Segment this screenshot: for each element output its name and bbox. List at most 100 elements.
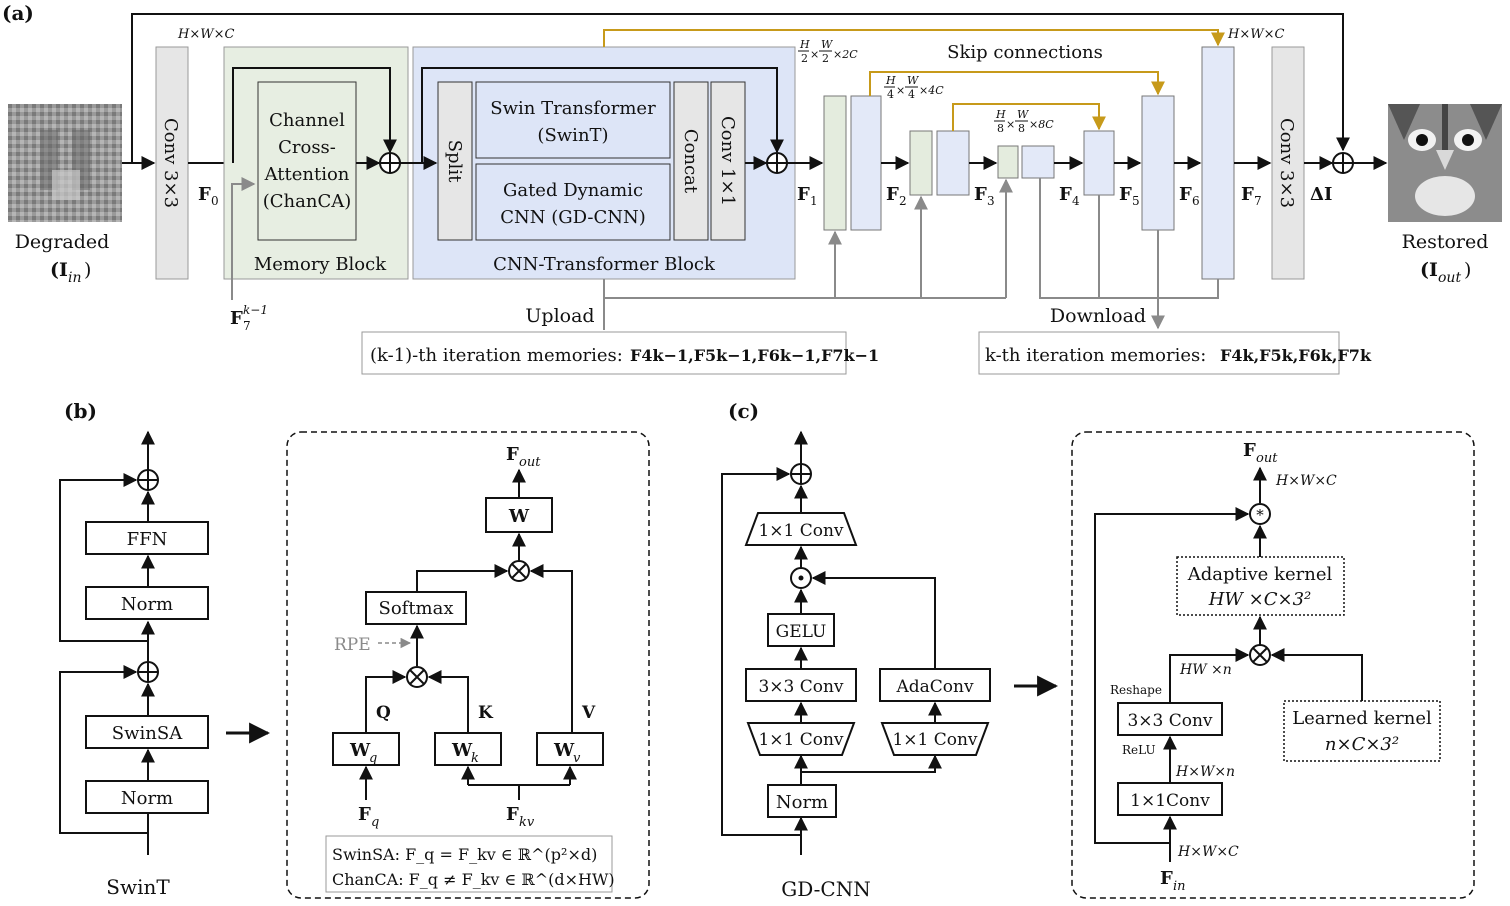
decoder-level-2-block [1083,130,1115,196]
svg-text:2: 2 [899,194,907,208]
wk-block [434,732,502,766]
bottleneck-memory [997,145,1019,179]
prev-memories-value: F4k−1,F5k−1,F6k−1,F7k−1 [630,346,879,365]
swint-block [475,81,671,159]
svg-text:×4C: ×4C [919,84,944,97]
f3-label: F [974,184,987,205]
svg-text:W: W [821,38,834,51]
fq-label: F [358,804,371,825]
panel-c-tag: (c) [728,399,759,423]
chanca-line-4: (ChanCA) [263,191,352,212]
adaconv-hwc-top: H×W×C [1275,473,1337,489]
svg-text:W: W [907,74,920,87]
svg-text:3: 3 [987,194,995,208]
f4-label: F [1059,184,1072,205]
conv-out-label: Conv 3×3 [1276,118,1297,208]
f6-label: F [1179,184,1192,205]
svg-text:W: W [349,740,371,761]
rpe-label: RPE [334,635,371,655]
cur-memories-value: F4k,F5k,F6k,F7k [1220,346,1372,365]
svg-text:H: H [885,74,896,87]
svg-text:1×1 Conv: 1×1 Conv [758,521,843,541]
f1-label: F [797,184,810,205]
wq-block [332,732,400,766]
v-label: V [581,703,596,723]
cnn-residual-arrow [421,67,784,163]
svg-text:W: W [508,506,530,527]
svg-text:1: 1 [810,194,818,208]
f7-prev-arrow [231,177,256,300]
f2-label: F [886,184,899,205]
attention-detail-box [286,431,650,899]
encoder-level-2-memory [909,130,933,196]
svg-text:k: k [471,751,479,766]
swinsa-note: SwinSA: F_q = F_kv ∈ ℝ^(p²×d) [332,845,597,864]
f7-prev-sup: k−1 [243,303,268,317]
cur-memories-box [978,331,1340,375]
chanca-line-3: Attention [264,164,350,185]
svg-text:FFN: FFN [127,529,168,550]
f7-prev-label: F [230,308,243,329]
conv-in-label: Conv 3×3 [160,118,181,208]
encoder-level-1-block [850,95,882,231]
f0-label: F [198,184,211,205]
gdcnn-conv1x1-left [746,722,856,756]
skip-connection-level-1 [869,71,1165,96]
adaconv-conv3x3 [1117,702,1223,736]
chanca-line-2: Cross- [278,137,336,158]
upload-label: Upload [525,305,594,327]
wv-block [536,732,604,766]
svg-text:out: out [519,455,541,470]
degraded-symbol: (I [50,259,68,281]
svg-text:in: in [1173,879,1186,894]
attention-note-box [325,835,613,893]
svg-text:W: W [1017,108,1030,121]
learned-kernel-box [1283,700,1441,762]
concat-block [673,81,709,241]
memory-residual-arrow [232,67,397,163]
svg-text:Norm: Norm [121,788,173,809]
svg-text:1×1Conv: 1×1Conv [1130,791,1210,811]
svg-text:8: 8 [1018,122,1025,135]
restored-close-paren: ) [1464,259,1471,281]
adaconv-fout-label: F [1243,440,1256,461]
conv1x1-block [710,81,746,241]
delta-label: ΔI [1310,184,1332,205]
svg-text:H: H [995,108,1006,121]
w-block [485,497,553,533]
adaconv-conv1x1 [1117,782,1223,816]
gdcnn-line-2: CNN (GD-CNN) [500,207,646,228]
gdcnn-caption: GD-CNN [781,877,870,901]
encoder-level-1-memory [823,95,847,231]
svg-text:q: q [369,751,377,766]
svg-text:SwinSA: SwinSA [112,723,183,744]
chanca-note: ChanCA: F_q ≠ F_kv ∈ ℝ^(d×HW) [332,870,615,889]
svg-text:4: 4 [908,88,915,101]
fkv-label: F [506,804,519,825]
swint-caption: SwinT [106,875,170,899]
cnn-transformer-label: CNN-Transformer Block [493,254,716,275]
svg-text:*: * [1256,506,1264,524]
svg-text:Adaptive kernel: Adaptive kernel [1187,564,1333,585]
degraded-close-paren: ) [84,259,91,281]
memory-block-label: Memory Block [254,254,387,275]
gdcnn-block [475,163,671,241]
gdcnn-conv1x1-right [880,722,990,756]
adaconv-hwc-bottom: H×W×C [1177,844,1239,860]
hwn-label: H×W×n [1175,764,1235,780]
svg-text:q: q [371,815,379,830]
svg-text:2: 2 [801,52,808,65]
adaptive-kernel-box [1176,556,1345,616]
dim-hwc-right: H×W×C [1227,27,1284,42]
hw-n-label: HW ×n [1179,662,1232,678]
degraded-image [8,104,122,222]
cur-memories-label: k-th iteration memories: [985,345,1206,366]
k-label: K [478,703,494,723]
svg-text:2: 2 [822,52,829,65]
svg-text:GELU: GELU [776,622,827,642]
upload-line [603,297,1006,330]
svg-text:7: 7 [1254,194,1262,208]
softmax-block [365,591,467,625]
svg-text:3×3 Conv: 3×3 Conv [1127,711,1212,731]
